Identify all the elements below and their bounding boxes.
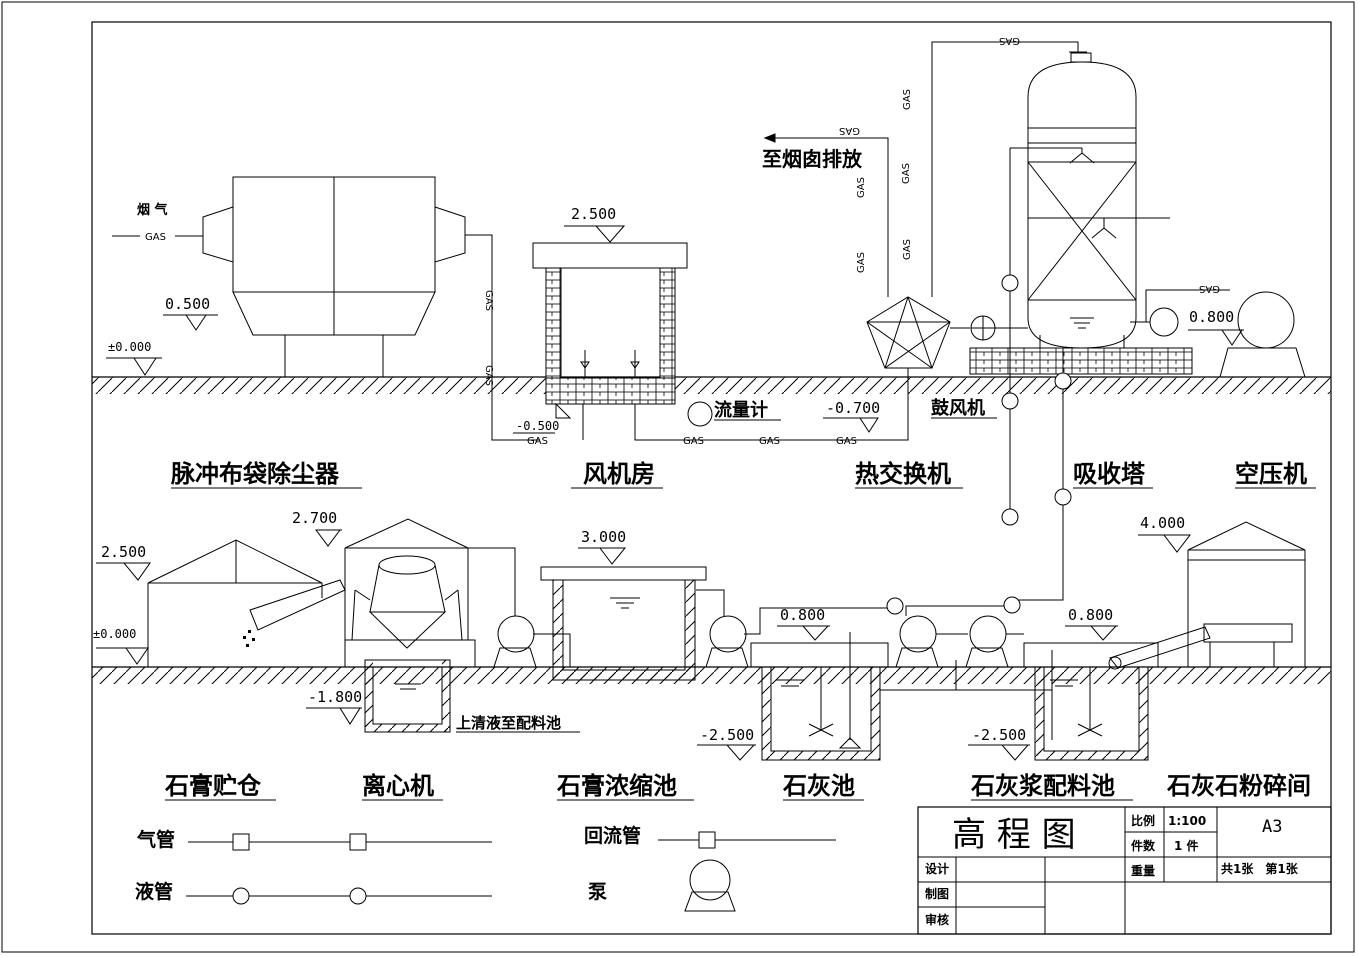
air-compressor-drawing xyxy=(1188,291,1306,378)
hatch xyxy=(553,670,695,680)
elevation-minus-2500-a: -2.500 xyxy=(700,726,754,744)
absorber-valves xyxy=(1001,274,1072,526)
hatch xyxy=(365,724,450,732)
ground-line-upper xyxy=(92,376,1331,394)
absorber-label: 吸收塔 xyxy=(1073,460,1146,488)
gas-tag: GAS xyxy=(483,365,494,386)
hatch xyxy=(871,667,880,760)
centrifuge-label: 离心机 xyxy=(362,772,434,800)
weight-label: 重量 xyxy=(1131,863,1155,878)
hatch xyxy=(1035,667,1044,760)
flowmeter-icon xyxy=(687,401,713,427)
hatch xyxy=(1139,667,1148,760)
elevation-2500-silo: 2.500 xyxy=(101,543,146,561)
paper-size: A3 xyxy=(1262,817,1282,837)
fan-room-drawing xyxy=(513,225,886,441)
gas-pipe-square-icon xyxy=(232,833,250,851)
elevation-0800-slurry: 0.800 xyxy=(1068,606,1113,624)
hatch xyxy=(762,751,880,760)
dust-collector-label: 脉冲布袋除尘器 xyxy=(170,460,340,488)
heat-exchanger-drawing xyxy=(763,41,1087,441)
title-block xyxy=(917,806,1332,935)
hatch xyxy=(1035,751,1148,760)
gas-tag: GAS xyxy=(1199,283,1220,294)
gas-tag: GAS xyxy=(759,436,780,447)
elevation-0800-lime: 0.800 xyxy=(780,606,825,624)
inner-frame xyxy=(91,21,1332,935)
supernatant-label: 上清液至配料池 xyxy=(456,714,561,732)
scale-value: 1:100 xyxy=(1168,814,1206,828)
return-pipe-square-icon xyxy=(698,831,716,849)
hatch xyxy=(762,667,771,760)
gas-tag: GAS xyxy=(856,252,867,273)
gas-pipe-square-icon xyxy=(349,833,367,851)
legend: 气管 液管 回流管 泵 xyxy=(135,824,836,912)
hatch xyxy=(685,580,695,680)
elevation-3000: 3.000 xyxy=(581,528,626,546)
pump-icon xyxy=(689,859,731,901)
gas-tag: GAS xyxy=(483,290,494,311)
gas-tag: GAS xyxy=(683,436,704,447)
scale-label: 比例 xyxy=(1131,813,1155,828)
elevation-minus-0500: -0.500 xyxy=(516,419,559,433)
gas-tag: GAS xyxy=(527,436,548,447)
elevation-2700: 2.700 xyxy=(292,509,337,527)
gypsum-thickener-drawing xyxy=(533,547,749,681)
gypsum-silo-label: 石膏贮仓 xyxy=(164,772,262,800)
hatch xyxy=(553,580,563,680)
lime-valves xyxy=(886,596,1021,615)
liquid-pipe-circle-icon xyxy=(232,887,250,905)
legend-liquid-label: 液管 xyxy=(135,880,173,903)
draw-label: 制图 xyxy=(925,886,949,901)
elevation-minus-2500-b: -2.500 xyxy=(972,726,1026,744)
elevation-0800-comp: 0.800 xyxy=(1189,308,1234,326)
legend-pump-label: 泵 xyxy=(588,881,607,903)
limestone-crush-drawing xyxy=(1108,521,1306,670)
gas-tag: GAS xyxy=(839,125,860,136)
lime-pool-label: 石灰池 xyxy=(782,772,855,800)
gypsum-silo-drawing xyxy=(96,539,346,667)
limestone-crush-label: 石灰石粉碎间 xyxy=(1166,772,1311,800)
gas-tag: GAS xyxy=(145,232,166,243)
elevation-minus-1800: -1.800 xyxy=(308,688,362,706)
hatch xyxy=(365,660,373,732)
slurry-pool-label: 石灰浆配料池 xyxy=(970,772,1115,800)
pump-icon xyxy=(1149,307,1179,337)
review-label: 审核 xyxy=(925,912,949,927)
gypsum-drops xyxy=(243,630,255,647)
title-block-title: 高 程 图 xyxy=(952,815,1076,855)
gas-tag: GAS xyxy=(902,239,913,260)
gas-tag: GAS xyxy=(901,163,912,184)
design-label: 设计 xyxy=(925,861,949,876)
blower-label: 鼓风机 xyxy=(931,397,985,419)
gypsum-thickener-label: 石膏浓缩池 xyxy=(556,772,677,800)
liquid-pipe-circle-icon xyxy=(349,887,367,905)
fan-room-label: 风机房 xyxy=(583,460,655,488)
elevation-minus-0700: -0.700 xyxy=(826,399,880,417)
legend-gas-label: 气管 xyxy=(136,828,175,851)
flowmeter-label: 流量计 xyxy=(714,399,768,421)
sheet-count: 共1张 第1张 xyxy=(1221,861,1299,876)
count-label: 件数 xyxy=(1131,838,1156,853)
air-compressor-label: 空压机 xyxy=(1235,460,1307,488)
to-chimney-label: 至烟囱排放 xyxy=(762,147,863,171)
gas-tag: GAS xyxy=(902,89,913,110)
elevation-0000-top: ±0.000 xyxy=(108,340,151,354)
elevation-4000: 4.000 xyxy=(1140,514,1185,532)
absorber-tower-drawing xyxy=(950,52,1230,601)
elevation-0500: 0.500 xyxy=(165,295,210,313)
legend-return-label: 回流管 xyxy=(584,824,641,847)
heat-exchanger-label: 热交换机 xyxy=(855,460,951,488)
gas-tag: GAS xyxy=(999,35,1020,46)
gas-tag: GAS xyxy=(836,436,857,447)
elevation-2500-room: 2.500 xyxy=(571,205,616,223)
elevation-0000-bottom: ±0.000 xyxy=(93,627,136,641)
gas-tag: GAS xyxy=(856,177,867,198)
count-value: 1 件 xyxy=(1174,838,1199,853)
hatch xyxy=(442,660,450,732)
dust-collector-drawing xyxy=(106,176,540,441)
flue-gas-label: 烟 气 xyxy=(137,202,168,218)
